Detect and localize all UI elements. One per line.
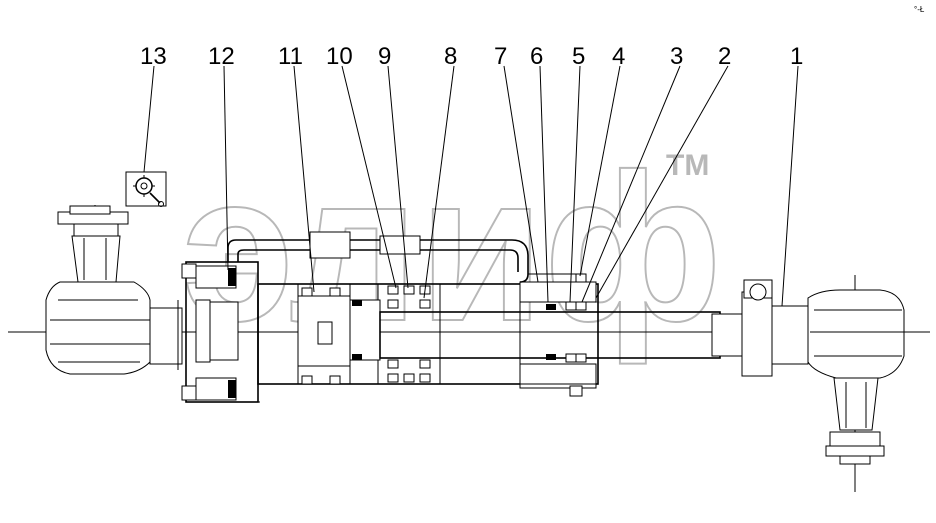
trademark-mark: TM [666, 149, 709, 182]
callout-2: 2 [718, 43, 731, 70]
gear-wrench-icon [125, 171, 167, 207]
callout-3: 3 [670, 43, 683, 70]
cylinder-body [181, 261, 743, 403]
callout-7: 7 [494, 43, 507, 70]
corner-mark: °-Ł [914, 5, 925, 14]
callout-13: 13 [140, 43, 167, 70]
hydraulic-tube [227, 231, 580, 283]
leader-lines [143, 65, 799, 307]
left-tie-rod-end [45, 205, 183, 375]
callout-8: 8 [444, 43, 457, 70]
watermark-text: элиф [182, 130, 722, 365]
callout-11: 11 [278, 43, 303, 70]
callouts: 1 2 3 4 5 6 7 8 9 10 11 12 13 [140, 43, 803, 70]
callout-4: 4 [612, 43, 625, 70]
callout-12: 12 [208, 43, 235, 70]
right-tie-rod-end [741, 279, 905, 465]
callout-10: 10 [326, 43, 353, 70]
watermark: элиф TM [181, 129, 723, 366]
callout-5: 5 [572, 43, 585, 70]
callout-9: 9 [378, 43, 391, 70]
callout-6: 6 [530, 43, 543, 70]
callout-1: 1 [790, 43, 803, 70]
